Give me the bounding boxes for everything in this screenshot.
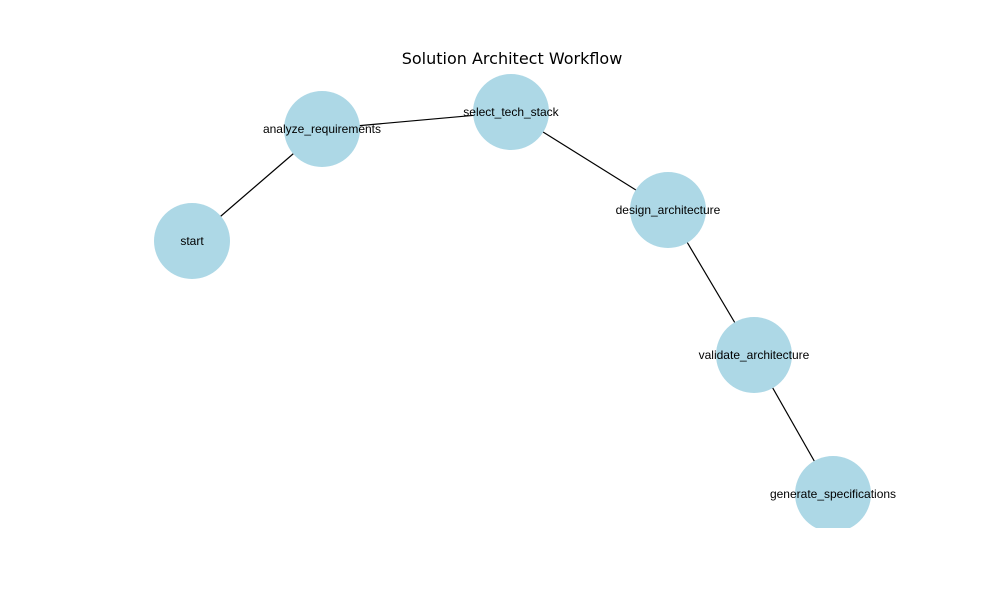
node-label: select_tech_stack bbox=[463, 105, 559, 119]
node-start: start bbox=[154, 203, 230, 279]
node-label: design_architecture bbox=[616, 203, 721, 217]
diagram-title: Solution Architect Workflow bbox=[402, 49, 623, 68]
node-select_tech_stack: select_tech_stack bbox=[463, 74, 560, 150]
node-circle bbox=[630, 172, 706, 248]
node-label: generate_specifications bbox=[770, 487, 896, 501]
node-circle bbox=[716, 317, 792, 393]
node-circle bbox=[473, 74, 549, 150]
node-generate_specifications: generate_specifications bbox=[770, 456, 896, 528]
node-circle bbox=[284, 91, 360, 167]
node-analyze_requirements: analyze_requirements bbox=[263, 91, 381, 167]
node-label: validate_architecture bbox=[699, 348, 810, 362]
node-label: start bbox=[180, 234, 204, 248]
node-validate_architecture: validate_architecture bbox=[699, 317, 810, 393]
node-label: analyze_requirements bbox=[263, 122, 381, 136]
nodes-layer: start analyze_requirements select_tech_sta… bbox=[154, 74, 896, 528]
node-circle bbox=[795, 456, 871, 528]
node-design_architecture: design_architecture bbox=[616, 172, 721, 248]
node-circle bbox=[154, 203, 230, 279]
